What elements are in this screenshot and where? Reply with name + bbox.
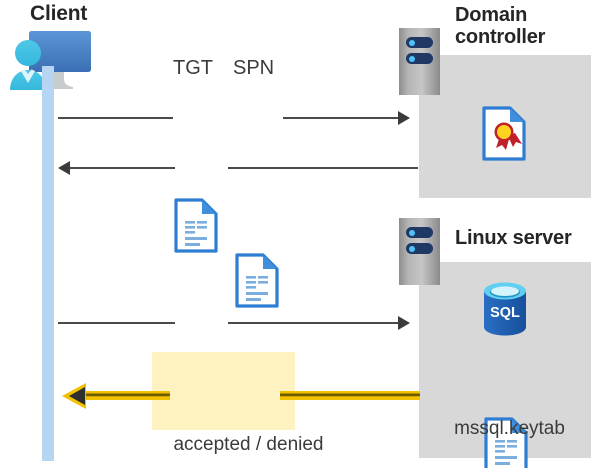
domain-controller-title-line1: Domain [455, 4, 528, 26]
rack-led [409, 229, 415, 236]
spn-document-icon [235, 253, 600, 308]
client-computer-user-icon [6, 27, 102, 97]
rack-led [409, 39, 415, 46]
sql-database-icon: SQL [481, 281, 529, 342]
message-4-line-right [280, 391, 420, 400]
message-3-line-left [58, 322, 175, 324]
message-1-line-left [58, 117, 173, 119]
message-4-arrowhead-inner [69, 387, 85, 405]
linux-server-rack-icon [399, 218, 440, 285]
rack-slot [406, 227, 433, 238]
rack-slot [406, 53, 433, 64]
tgt-label: TGT [173, 57, 213, 79]
message-4-line-left [84, 391, 170, 400]
certificate-document-icon [482, 106, 600, 161]
tgt-document-icon [174, 198, 600, 253]
message-3-line-right [228, 322, 398, 324]
keytab-document-icon [484, 417, 600, 468]
message-1-arrowhead [398, 111, 410, 125]
domain-controller-server-rack-icon [399, 28, 440, 95]
client-lifeline [42, 66, 54, 461]
accepted-denied-caption: accepted / denied [173, 434, 324, 455]
client-title: Client [30, 2, 88, 25]
rack-slot [406, 243, 433, 254]
message-1-line-right [283, 117, 398, 119]
message-2-arrowhead [58, 161, 70, 175]
message-2-line-right [228, 167, 418, 169]
message-2-line-left [70, 167, 175, 169]
svg-text:SQL: SQL [490, 305, 520, 321]
domain-controller-title: Domain controller [455, 4, 595, 49]
rack-slot [406, 37, 433, 48]
accepted-denied-highlight-band [152, 352, 295, 430]
keytab-filename-label: mssql.keytab [454, 418, 565, 439]
rack-led [409, 55, 415, 62]
linux-server-title: Linux server [455, 227, 572, 249]
spn-label: SPN [233, 57, 275, 79]
rack-led [409, 245, 415, 252]
domain-controller-title-line2: controller [455, 26, 546, 49]
message-3-arrowhead [398, 316, 410, 330]
